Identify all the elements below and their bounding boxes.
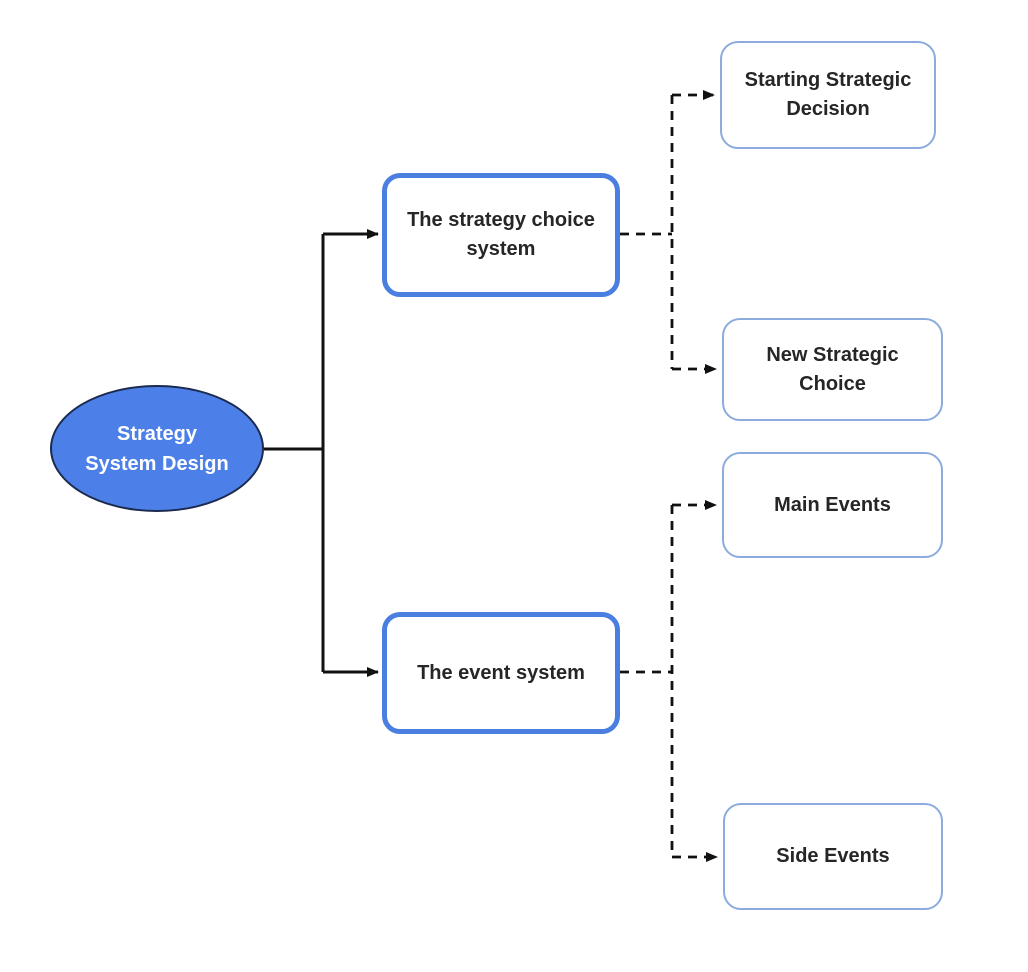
node-label-line: Strategy: [116, 422, 198, 445]
node-event-system: The event system: [382, 612, 620, 734]
dashed-edges-strategy-choice: [620, 90, 717, 374]
node-label-line: The strategy choice: [407, 209, 595, 231]
node-label-line: New Strategic: [766, 343, 899, 366]
node-label-line: system: [466, 238, 536, 260]
node-main-events: Main Events: [722, 452, 943, 558]
node-label-line: System Design: [85, 452, 229, 475]
node-side-events: Side Events: [723, 803, 943, 910]
node-label-line: Main Events: [774, 493, 891, 516]
node-label-line: The event system: [417, 661, 585, 684]
node-new-strategic-choice: New Strategic Choice: [722, 318, 943, 421]
node-starting-strategic-decision: Starting Strategic Decision: [720, 41, 936, 149]
solid-edges: [264, 229, 379, 677]
dashed-edges-event: [620, 500, 718, 862]
node-label-line: Side Events: [776, 845, 890, 867]
node-label-line: Decision: [786, 98, 870, 120]
node-strategy-choice-system: The strategy choice system: [382, 173, 620, 297]
node-strategy-system-design: Strategy System Design: [50, 385, 264, 512]
node-label-line: Starting Strategic: [744, 69, 912, 91]
node-label-line: Choice: [799, 372, 866, 395]
